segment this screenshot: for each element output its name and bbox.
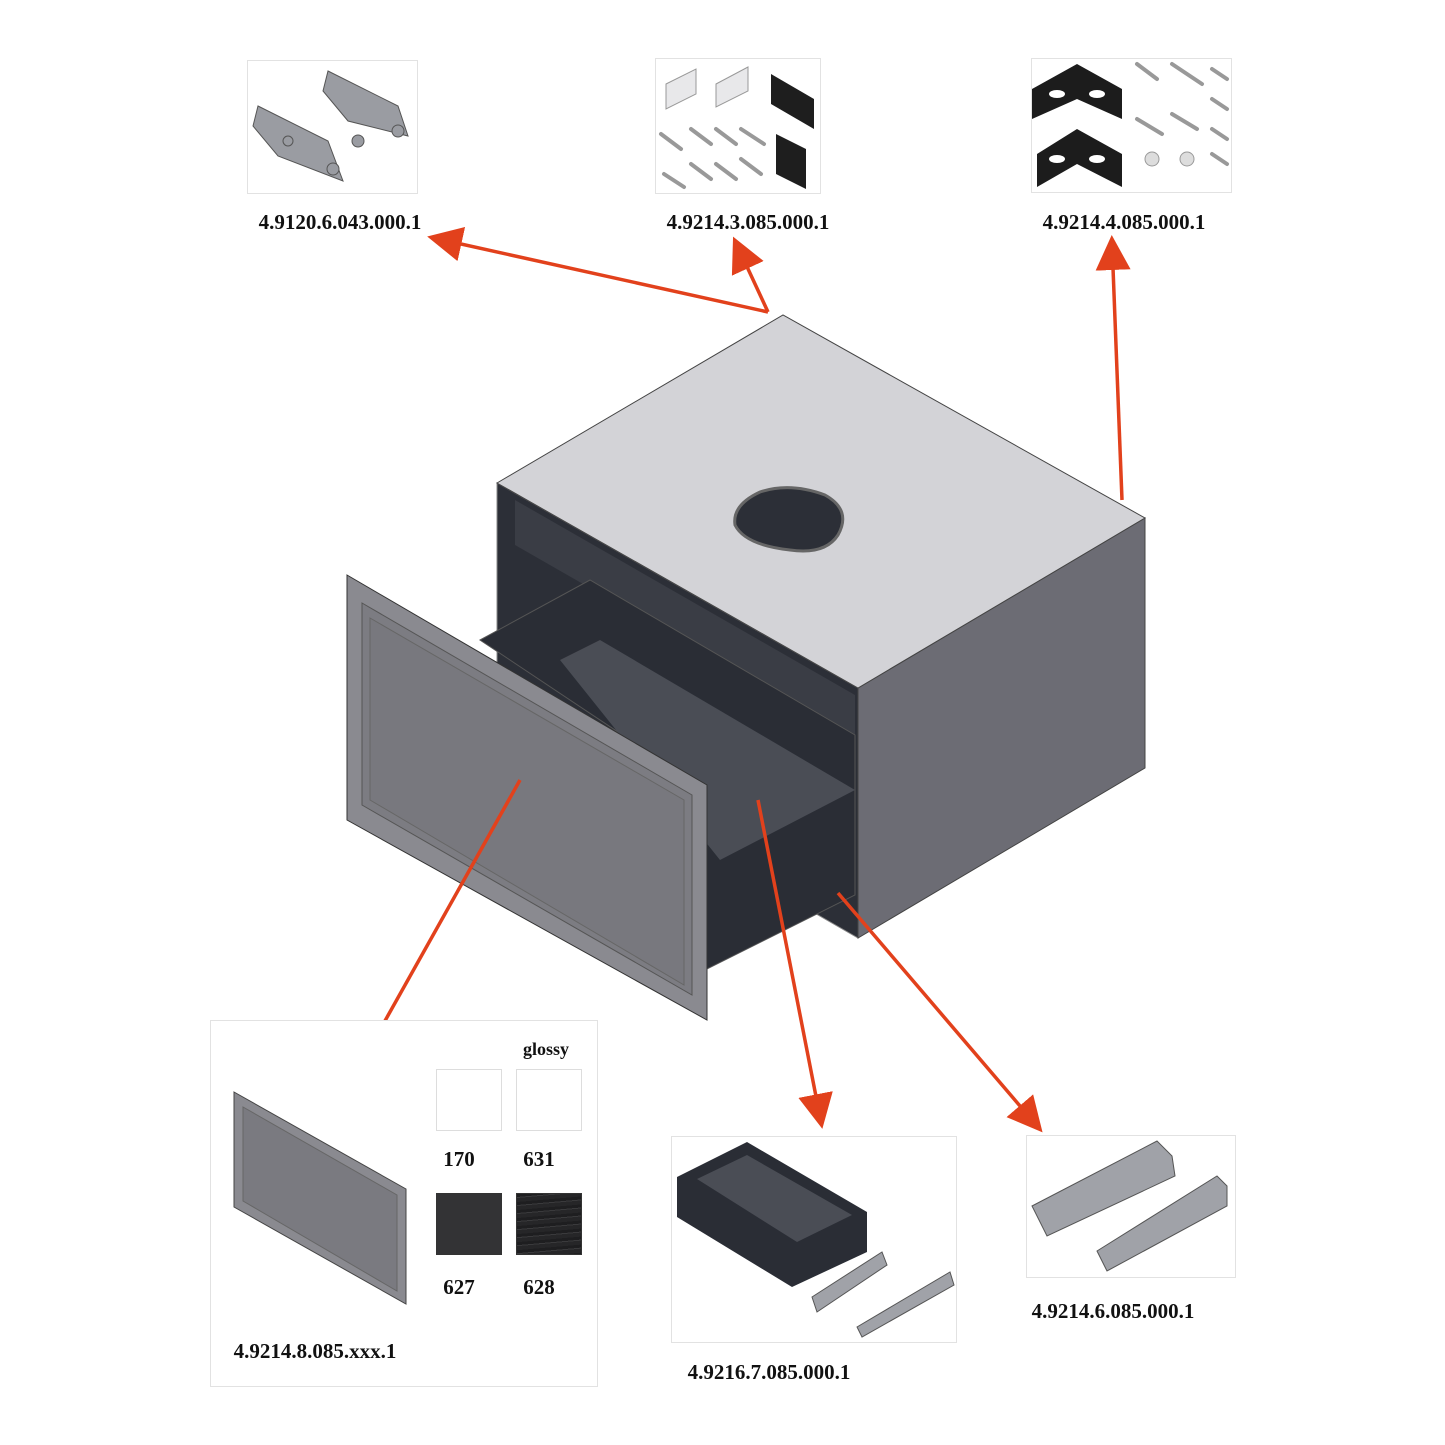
swatch-170[interactable] (436, 1069, 502, 1131)
part-label-brackets: 4.9214.4.085.000.1 (1042, 210, 1206, 234)
drawer-rails-thumbnail (1026, 1135, 1236, 1278)
swatch-code: 631 (523, 1147, 555, 1171)
part-label-drawer-rails: 4.9214.6.085.000.1 (1031, 1299, 1195, 1323)
basin-cutout (733, 486, 845, 553)
arrow-drawer-box (756, 799, 833, 1129)
swatch-627[interactable] (436, 1193, 502, 1255)
wall-hangers-thumbnail (655, 58, 821, 194)
brackets-thumbnail (1031, 58, 1232, 193)
finish-glossy-label: glossy (522, 1039, 570, 1059)
drawer-front-icon (233, 1091, 407, 1305)
part-label-drawer-box: 4.9216.7.085.000.1 (687, 1360, 851, 1384)
drawer-rail-icon (1031, 1140, 1228, 1272)
drawer-box-thumbnail (671, 1136, 957, 1343)
swatch-code: 628 (523, 1275, 555, 1299)
arrow-brackets (1095, 235, 1131, 501)
part-label-wall-hangers: 4.9214.3.085.000.1 (666, 210, 830, 234)
part-label-drawer-front: 4.9214.8.085.xxx.1 (233, 1339, 397, 1363)
part-label-hinges: 4.9120.6.043.000.1 (258, 210, 422, 234)
arrow-drawer-rails (836, 891, 1043, 1133)
hinge-icon (252, 70, 409, 182)
hinges-thumbnail (247, 60, 418, 194)
drawer-box-icon (677, 1142, 955, 1338)
drawer-front-panel: glossy 170 631 627 628 4.9214.8.085.xxx.… (210, 1020, 598, 1387)
swatch-628[interactable] (516, 1193, 582, 1255)
arrow-wall-hangers (731, 236, 770, 313)
swatch-code: 170 (443, 1147, 475, 1171)
swatch-code: 627 (443, 1275, 475, 1299)
arrow-hinges (427, 226, 769, 314)
bracket-icon (1032, 62, 1229, 187)
swatch-631[interactable] (516, 1069, 582, 1131)
wall-hanger-icon (659, 66, 814, 189)
